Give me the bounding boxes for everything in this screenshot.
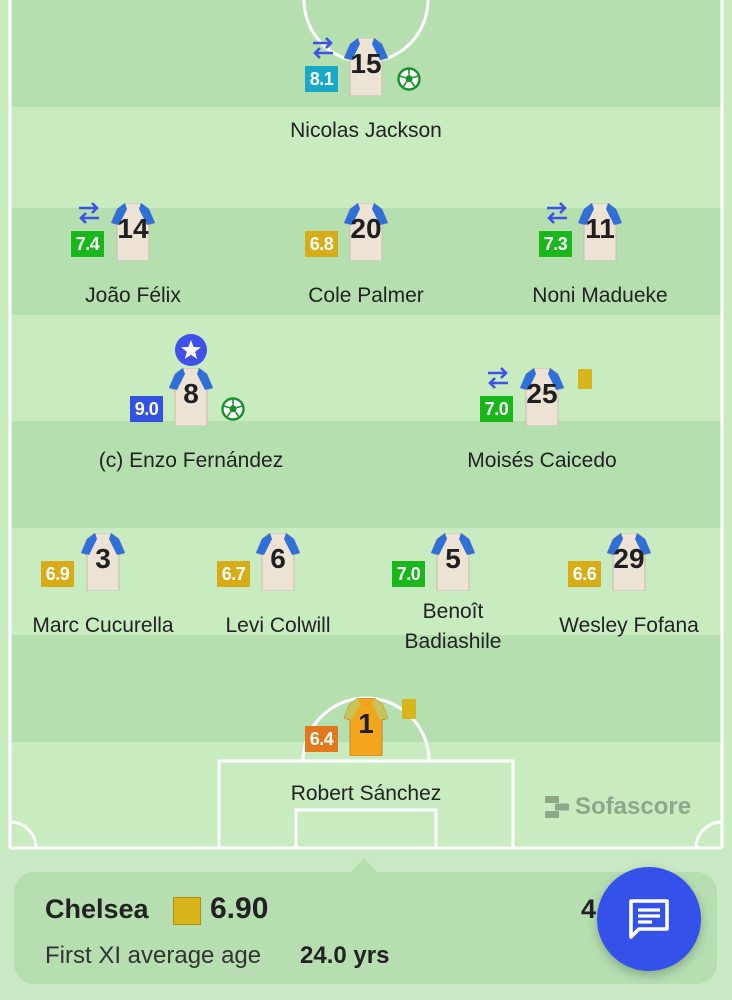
player-name: Levi Colwill <box>225 614 331 637</box>
goalkeeper-shirt-icon: 1 <box>344 698 388 756</box>
shirt-number: 3 <box>95 543 111 574</box>
player-rating-badge: 6.8 <box>305 231 338 257</box>
team-name: Chelsea <box>45 894 149 924</box>
player-rating-badge: 8.1 <box>305 66 338 92</box>
shirt-number: 25 <box>526 378 558 409</box>
substitution-icon <box>310 36 336 60</box>
player-name: Marc Cucurella <box>32 614 174 637</box>
player-rating-badge: 7.0 <box>392 561 425 587</box>
average-age-value: 24.0 yrs <box>300 942 390 969</box>
shirt-icon: 8 <box>169 368 213 426</box>
player-name: Wesley Fofana <box>559 614 699 637</box>
player-name: João Félix <box>85 284 181 307</box>
player-name: Nicolas Jackson <box>290 119 442 142</box>
player-rating-badge: 7.4 <box>71 231 104 257</box>
goal-ball-icon <box>221 397 245 421</box>
chat-button[interactable] <box>597 867 701 971</box>
player-rating-badge: 7.3 <box>539 231 572 257</box>
caret-up-icon <box>351 858 377 872</box>
team-other-value: 4 <box>581 894 597 924</box>
sofascore-watermark: Sofascore <box>545 792 691 822</box>
shirt-number: 6 <box>270 543 286 574</box>
substitution-icon <box>544 201 570 225</box>
shirt-number: 29 <box>613 543 645 574</box>
shirt-number: 8 <box>183 378 199 409</box>
player-name: (c) Enzo Fernández <box>98 449 284 472</box>
yellow-card-icon <box>578 369 592 389</box>
player-name: Moisés Caicedo <box>467 449 617 472</box>
player-rating-badge: 6.4 <box>305 726 338 752</box>
shirt-number: 20 <box>350 213 382 244</box>
substitution-icon <box>485 366 511 390</box>
player-rating-badge: 6.9 <box>41 561 74 587</box>
shirt-icon: 3 <box>81 533 125 591</box>
pitch-markings <box>8 0 724 850</box>
shirt-icon: 20 <box>344 203 388 261</box>
player-name: Benoît Badiashile <box>404 600 502 653</box>
shirt-number: 11 <box>585 213 615 244</box>
lineup-pitch: 15 8.1 Nicolas Jackson 14 7.4 João Félix… <box>8 0 724 850</box>
player-name: Robert Sánchez <box>290 782 442 805</box>
player-rating-badge: 9.0 <box>130 396 163 422</box>
sofascore-logo-icon <box>545 796 569 818</box>
yellow-card-icon <box>402 699 416 719</box>
player-rating-badge: 6.6 <box>568 561 601 587</box>
shirt-icon: 14 <box>111 203 155 261</box>
shirt-icon: 25 <box>520 368 564 426</box>
average-age-label: First XI average age <box>45 942 262 969</box>
goal-ball-icon <box>397 67 421 91</box>
player-name: Noni Madueke <box>532 284 668 307</box>
team-rating-swatch <box>173 897 201 925</box>
player-rating-badge: 6.7 <box>217 561 250 587</box>
shirt-number: 1 <box>358 708 374 739</box>
shirt-number: 15 <box>350 48 382 79</box>
shirt-number: 14 <box>117 213 149 244</box>
pitch-stripe <box>10 421 722 528</box>
player-name: Cole Palmer <box>308 284 424 307</box>
shirt-icon: 5 <box>431 533 475 591</box>
shirt-icon: 29 <box>607 533 651 591</box>
shirt-icon: 15 <box>344 38 388 96</box>
player-rating-badge: 7.0 <box>480 396 513 422</box>
shirt-icon: 6 <box>256 533 300 591</box>
shirt-icon: 11 <box>578 203 622 261</box>
substitution-icon <box>76 201 102 225</box>
team-average-rating: 6.90 <box>210 892 269 925</box>
chat-icon <box>629 899 669 939</box>
shirt-number: 5 <box>445 543 461 574</box>
sofascore-wordmark: Sofascore <box>575 793 692 820</box>
star-icon <box>175 334 207 366</box>
